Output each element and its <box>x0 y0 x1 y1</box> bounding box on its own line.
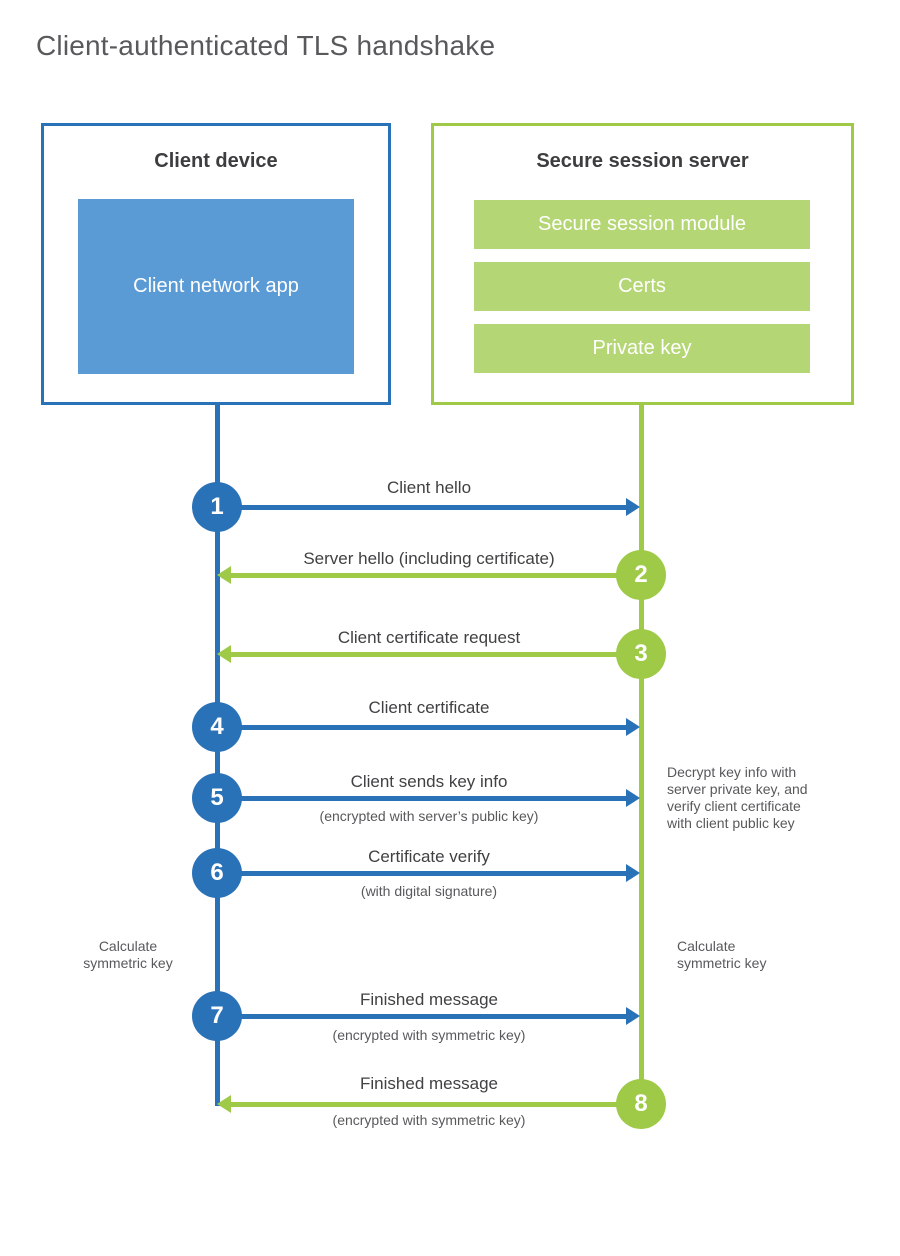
message-2-arrow <box>230 573 641 578</box>
client-network-app-label: Client network app <box>133 275 299 297</box>
message-5-step-badge: 5 <box>192 773 242 823</box>
client-network-app-box: Client network app <box>78 199 354 374</box>
server-lifeline <box>639 404 644 1081</box>
message-7-sublabel: (encrypted with symmetric key) <box>332 1027 526 1043</box>
message-8-step-badge: 8 <box>616 1079 666 1129</box>
secure-session-server-title: Secure session server <box>536 150 749 172</box>
message-2-label: Server hello (including certificate) <box>303 549 555 568</box>
message-8-label: Finished message <box>360 1074 498 1093</box>
message-5-sublabel: (encrypted with server’s public key) <box>319 808 539 824</box>
message-6-arrowhead-icon <box>626 864 640 882</box>
message-4-arrowhead-icon <box>626 718 640 736</box>
message-6-arrow <box>219 871 626 876</box>
message-2-arrowhead-icon <box>217 566 231 584</box>
client-device-title: Client device <box>154 150 278 172</box>
message-5-label: Client sends key info <box>350 772 508 791</box>
message-3-step-badge: 3 <box>616 629 666 679</box>
message-1-step-badge: 1 <box>192 482 242 532</box>
message-1-label: Client hello <box>386 478 472 497</box>
message-1-arrowhead-icon <box>626 498 640 516</box>
message-7-step-badge: 7 <box>192 991 242 1041</box>
server-module-certs: Certs <box>474 262 810 311</box>
calculate-symmetric-key-note-server: Calculate symmetric key <box>677 938 767 971</box>
page-title: Client-authenticated TLS handshake <box>36 30 496 61</box>
message-3-label: Client certificate request <box>337 628 521 647</box>
message-7-arrowhead-icon <box>626 1007 640 1025</box>
message-6-step-badge: 6 <box>192 848 242 898</box>
message-6-label: Certificate verify <box>368 847 490 866</box>
message-3-arrow <box>230 652 641 657</box>
message-5-arrowhead-icon <box>626 789 640 807</box>
message-4-arrow <box>219 725 626 730</box>
message-4-label: Client certificate <box>368 698 490 717</box>
client-lifeline <box>215 404 220 1106</box>
message-7-label: Finished message <box>360 990 498 1009</box>
message-2-step-badge: 2 <box>616 550 666 600</box>
message-6-sublabel: (with digital signature) <box>360 883 498 899</box>
message-7-arrow <box>219 1014 626 1019</box>
message-8-sublabel: (encrypted with symmetric key) <box>332 1112 526 1128</box>
calculate-symmetric-key-note-client: Calculate symmetric key <box>83 938 173 971</box>
message-4-step-badge: 4 <box>192 702 242 752</box>
message-1-arrow <box>219 505 626 510</box>
server-module-private-key: Private key <box>474 324 810 373</box>
decrypt-key-note: Decrypt key info with server private key… <box>667 764 808 831</box>
message-3-arrowhead-icon <box>217 645 231 663</box>
server-module-secure-session-module: Secure session module <box>474 200 810 249</box>
message-5-arrow <box>219 796 626 801</box>
message-8-arrowhead-icon <box>217 1095 231 1113</box>
message-8-arrow <box>230 1102 641 1107</box>
